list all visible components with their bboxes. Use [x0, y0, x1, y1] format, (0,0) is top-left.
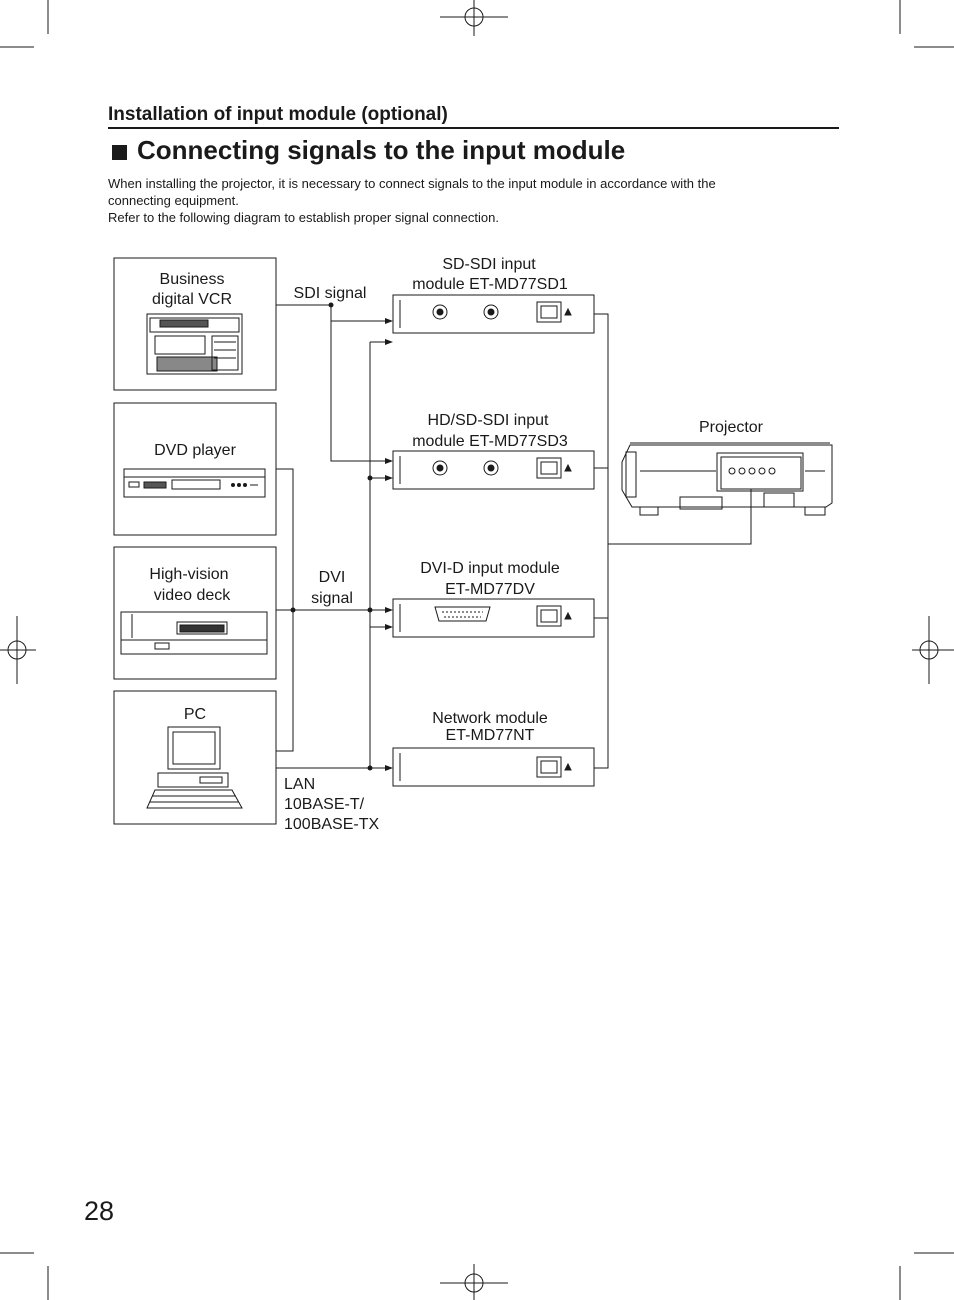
label-lan-line1: LAN	[284, 776, 315, 793]
module-sd1	[392, 294, 595, 334]
label-nt-line2: ET-MD77NT	[446, 727, 535, 744]
label-sd1-line2: module ET-MD77SD1	[412, 276, 568, 293]
label-sd3-line1: HD/SD-SDI input	[428, 412, 549, 429]
label-nt-line1: Network module	[432, 710, 548, 727]
hv-deck-box	[113, 546, 277, 680]
device-boxes	[113, 257, 277, 825]
module-sd3	[392, 450, 595, 490]
intro-line-3: Refer to the following diagram to establ…	[108, 210, 499, 225]
page-title: Connecting signals to the input module	[137, 135, 626, 165]
projector-illustration	[621, 442, 833, 516]
vcr-box	[113, 257, 277, 391]
label-hv-line1: High-vision	[149, 566, 228, 583]
label-dvi-line2: signal	[311, 590, 353, 607]
module-nt	[392, 747, 595, 787]
label-dv-line1: DVI-D input module	[420, 560, 560, 577]
label-lan-line3: 100BASE-TX	[284, 816, 379, 833]
registration-mark-left	[0, 616, 36, 684]
label-pc: PC	[184, 706, 206, 723]
pc-illustration	[146, 726, 243, 809]
label-vcr-line1: Business	[160, 271, 225, 288]
registration-mark-top	[440, 0, 508, 36]
square-bullet-icon	[112, 145, 127, 160]
intro-line-2: connecting equipment.	[108, 193, 239, 208]
label-sd3-line2: module ET-MD77SD3	[412, 433, 568, 450]
label-sdi-signal: SDI signal	[294, 285, 367, 302]
dvd-illustration	[123, 468, 266, 498]
section-rule	[108, 127, 839, 129]
label-lan-line2: 10BASE-T/	[284, 796, 365, 813]
module-dv	[392, 598, 595, 638]
registration-mark-bottom	[440, 1264, 508, 1300]
junction-dots	[290, 302, 373, 771]
label-dvd: DVD player	[154, 442, 236, 459]
label-vcr-line2: digital VCR	[152, 291, 232, 308]
page-number: 28	[84, 1196, 115, 1226]
sdi-line	[276, 304, 385, 462]
label-dvi-line1: DVI	[319, 569, 346, 586]
registration-mark-right	[912, 616, 954, 684]
label-hv-line2: video deck	[154, 587, 231, 604]
module-to-projector	[594, 313, 609, 769]
vcr-illustration	[146, 313, 243, 375]
hv-deck-illustration	[120, 611, 268, 655]
pc-box	[113, 690, 277, 825]
arrowheads	[385, 318, 393, 771]
intro-line-1: When installing the projector, it is nec…	[108, 176, 716, 191]
label-dv-line2: ET-MD77DV	[445, 581, 535, 598]
label-projector: Projector	[699, 419, 764, 436]
label-sd1-line1: SD-SDI input	[442, 256, 536, 273]
connection-lines	[276, 304, 752, 769]
section-heading: Installation of input module (optional)	[108, 104, 448, 125]
